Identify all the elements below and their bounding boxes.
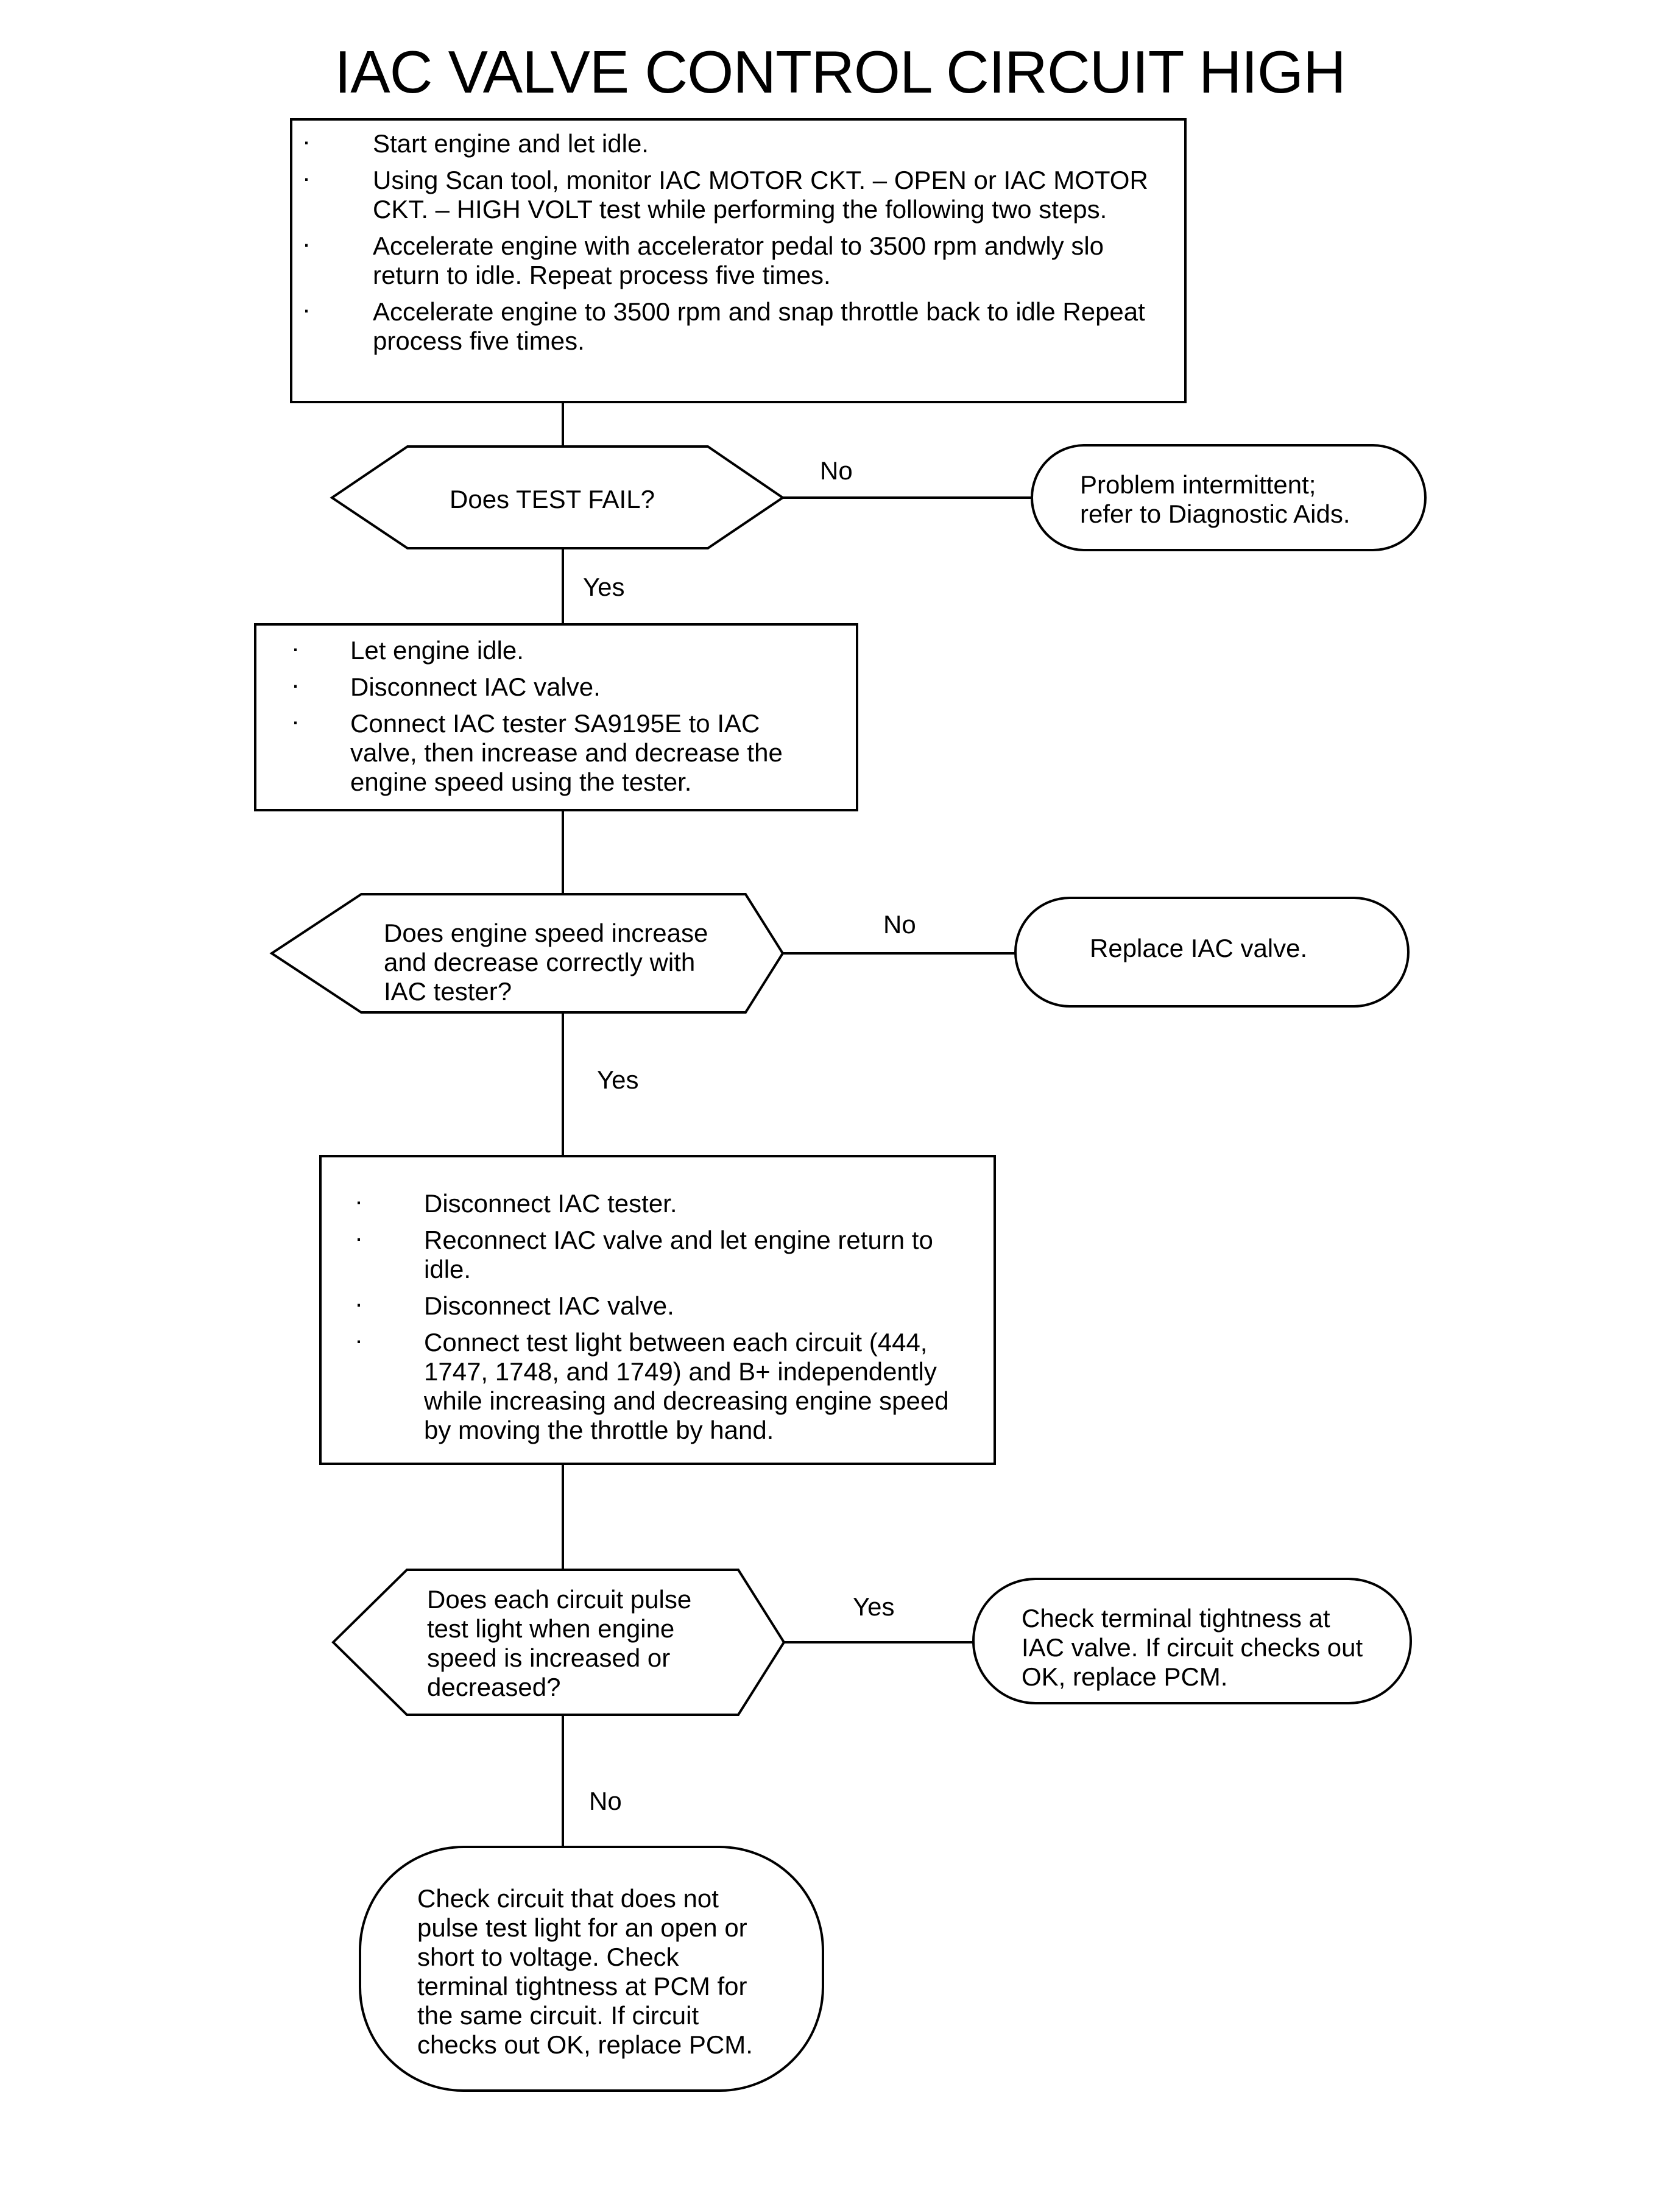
decision3-yes-result: Check terminal tightness at IAC valve. I… xyxy=(1022,1604,1363,1692)
step2-text: Let engine idle. Disconnect IAC valve. C… xyxy=(291,634,833,804)
question-line: and decrease correctly with xyxy=(384,948,696,976)
step3-item: Disconnect IAC valve. xyxy=(355,1289,982,1321)
decision3-question: Does each circuit pulse test light when … xyxy=(427,1585,691,1702)
result-line: Check circuit that does not xyxy=(417,1884,719,1913)
step1-text: Start engine and let idle. Using Scan to… xyxy=(302,127,1173,363)
result-line: checks out OK, replace PCM. xyxy=(417,2030,753,2059)
question-line: test light when engine xyxy=(427,1614,675,1643)
decision2-no-result: Replace IAC valve. xyxy=(1090,934,1308,962)
decision3-no-label: No xyxy=(589,1787,622,1815)
decision1-yes-label: Yes xyxy=(583,573,625,601)
step1-list: Start engine and let idle. Using Scan to… xyxy=(302,127,1173,356)
step1-item: Accelerate engine to 3500 rpm and snap t… xyxy=(302,295,1173,356)
question-line: speed is increased or xyxy=(427,1643,671,1672)
result-line: terminal tightness at PCM for xyxy=(417,1972,747,2000)
result-line: Problem intermittent; xyxy=(1080,470,1316,499)
result-line: the same circuit. If circuit xyxy=(417,2001,699,2030)
decision1-question: Does TEST FAIL? xyxy=(450,485,655,514)
step2-item: Disconnect IAC valve. xyxy=(291,670,833,702)
question-line: IAC tester? xyxy=(384,977,512,1006)
step3-list: Disconnect IAC tester. Reconnect IAC val… xyxy=(355,1187,982,1445)
result-line: refer to Diagnostic Aids. xyxy=(1080,500,1350,528)
step2-list: Let engine idle. Disconnect IAC valve. C… xyxy=(291,634,833,797)
question-line: decreased? xyxy=(427,1673,561,1701)
step3-item: Connect test light between each circuit … xyxy=(355,1326,982,1445)
decision2-yes-label: Yes xyxy=(597,1065,639,1094)
decision1-no-result-shape xyxy=(1031,444,1427,551)
result-line: IAC valve. If circuit checks out xyxy=(1022,1633,1363,1662)
decision3-no-result: Check circuit that does not pulse test l… xyxy=(417,1884,753,2060)
step1-item: Accelerate engine with accelerator pedal… xyxy=(302,229,1173,290)
result-line: pulse test light for an open or xyxy=(417,1913,747,1942)
decision3-yes-label: Yes xyxy=(853,1592,895,1621)
result-line: OK, replace PCM. xyxy=(1022,1662,1228,1691)
step3-text: Disconnect IAC tester. Reconnect IAC val… xyxy=(355,1187,982,1452)
step1-item: Start engine and let idle. xyxy=(302,127,1173,158)
decision1-no-label: No xyxy=(820,456,853,485)
diagram-title: IAC VALVE CONTROL CIRCUIT HIGH xyxy=(334,38,1346,105)
step3-item: Reconnect IAC valve and let engine retur… xyxy=(355,1223,982,1284)
step3-item: Disconnect IAC tester. xyxy=(355,1187,982,1218)
decision2-no-result-shape xyxy=(1014,897,1410,1008)
decision2-question: Does engine speed increase and decrease … xyxy=(384,919,708,1006)
step2-item: Connect IAC tester SA9195E to IAC valve,… xyxy=(291,707,833,797)
decision3-yes-result-shape xyxy=(972,1578,1412,1704)
result-line: short to voltage. Check xyxy=(417,1943,679,1971)
question-line: Does each circuit pulse xyxy=(427,1585,692,1614)
step2-box xyxy=(254,623,858,811)
step1-box xyxy=(290,118,1187,403)
step3-box xyxy=(319,1155,996,1465)
step1-item: Using Scan tool, monitor IAC MOTOR CKT. … xyxy=(302,163,1173,224)
result-line: Check terminal tightness at xyxy=(1022,1604,1330,1633)
step2-item: Let engine idle. xyxy=(291,634,833,665)
decision3-no-result-shape xyxy=(359,1846,824,2092)
question-line: Does engine speed increase xyxy=(384,919,708,947)
decision2-no-label: No xyxy=(883,910,916,939)
decision1-no-result: Problem intermittent; refer to Diagnosti… xyxy=(1080,470,1350,529)
